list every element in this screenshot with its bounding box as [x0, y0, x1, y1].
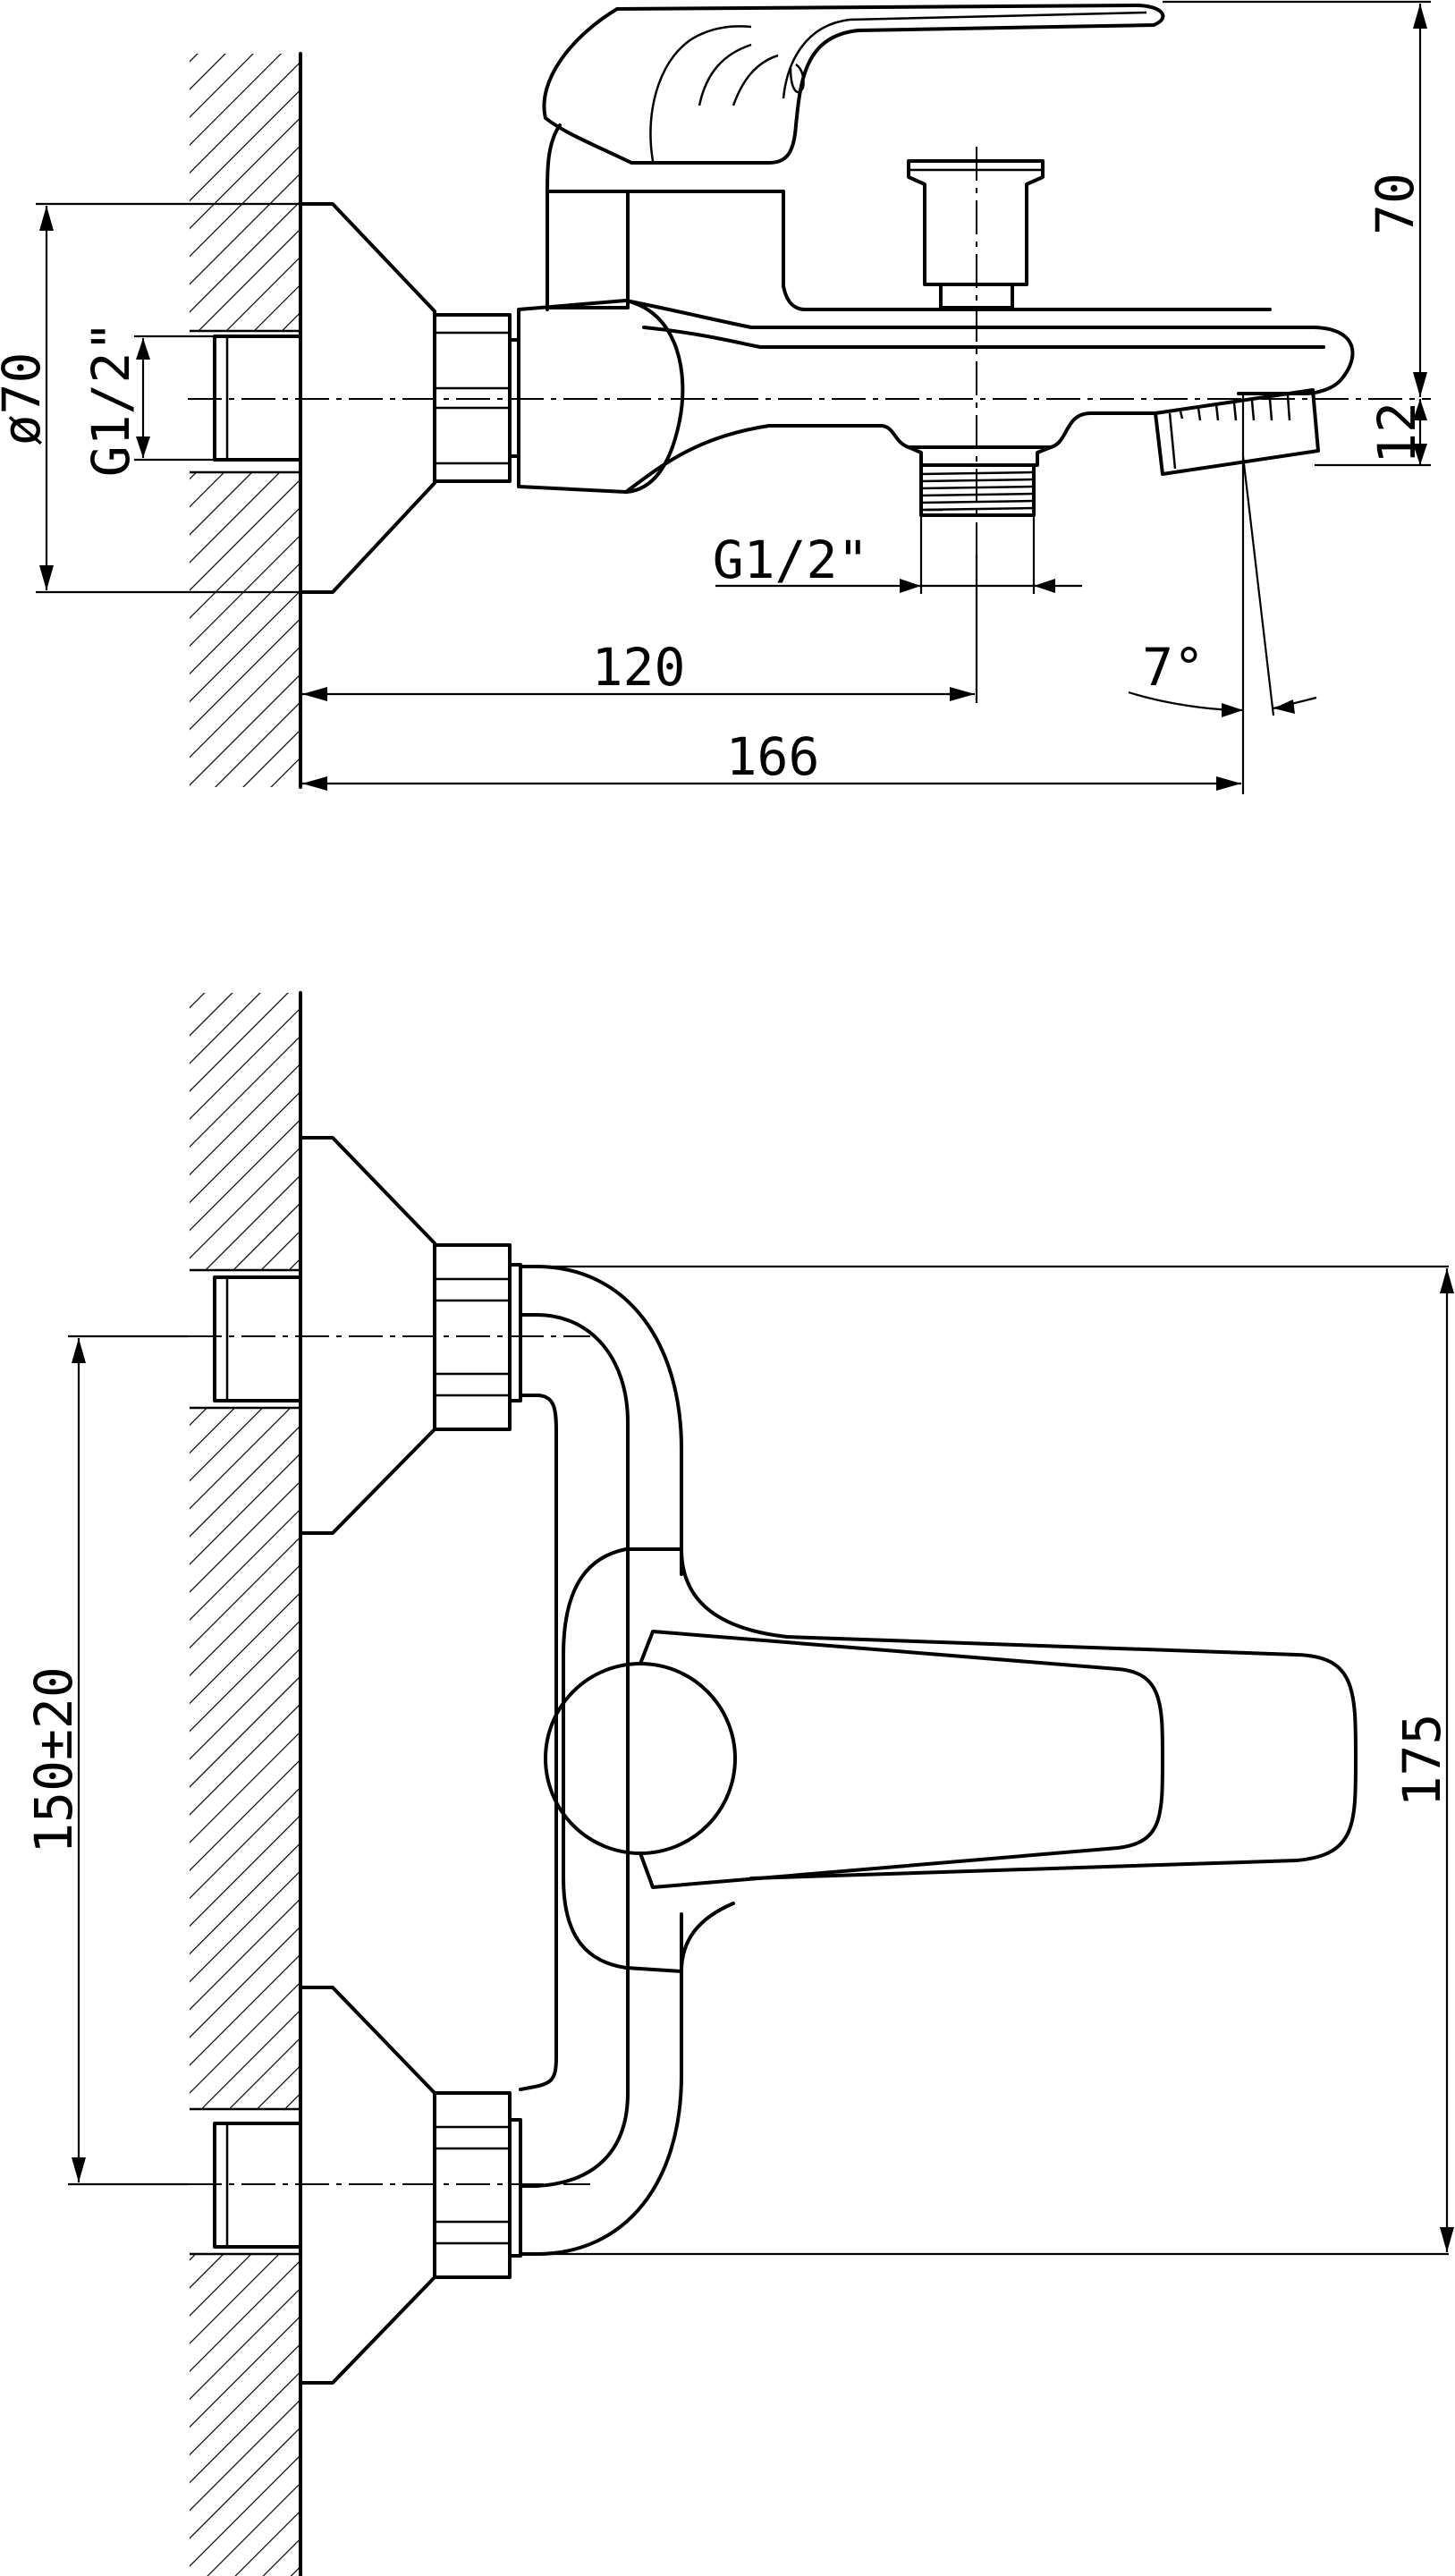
inlet-pipe-upper — [190, 1268, 302, 1410]
center-lines-front — [188, 1335, 590, 2185]
wall-hatch-top — [190, 52, 302, 789]
inlet-pipe-lower — [190, 2107, 302, 2256]
dim-label-depth-outlet: 120 — [592, 637, 686, 698]
mixer-body-side — [517, 4, 1355, 517]
dim-height-70: 70 — [1163, 0, 1431, 397]
dim-offset-12: 12 — [1315, 399, 1431, 467]
dim-outlet-thread: G1/2" — [713, 515, 1082, 594]
dim-angle-7: 7° — [1128, 455, 1317, 717]
dim-label-depth-total: 166 — [726, 726, 820, 787]
lever-front — [544, 1630, 1358, 1889]
dim-label-offset: 12 — [1366, 402, 1427, 464]
inlet-pipe-side — [190, 329, 302, 474]
dim-label-height: 70 — [1365, 173, 1425, 235]
mixer-body-front — [562, 1547, 789, 1973]
center-lines-side — [188, 147, 1431, 555]
dim-flange-diameter: ø70 — [0, 202, 300, 594]
dim-label-diameter: ø70 — [0, 352, 52, 446]
wall-hatch-bottom — [190, 991, 302, 2576]
dim-centres: 150±20 — [23, 1335, 188, 2186]
s-union-arms — [519, 1265, 683, 2256]
dim-label-inlet-thread: G1/2" — [80, 321, 141, 478]
dim-front-height: 175 — [537, 1265, 1454, 2256]
dim-depth-166: 166 — [302, 394, 1245, 794]
dim-depth-120: 120 — [302, 555, 978, 703]
dim-label-front-height: 175 — [1392, 1714, 1452, 1808]
dim-label-outlet-thread: G1/2" — [713, 530, 869, 590]
side-view: 70 12 ø70 G1/2" — [0, 0, 1431, 794]
dim-inlet-thread: G1/2" — [80, 321, 215, 478]
dim-label-centres: 150±20 — [23, 1666, 84, 1854]
front-view: 150±20 175 — [23, 991, 1454, 2576]
dim-label-angle: 7° — [1142, 637, 1205, 698]
